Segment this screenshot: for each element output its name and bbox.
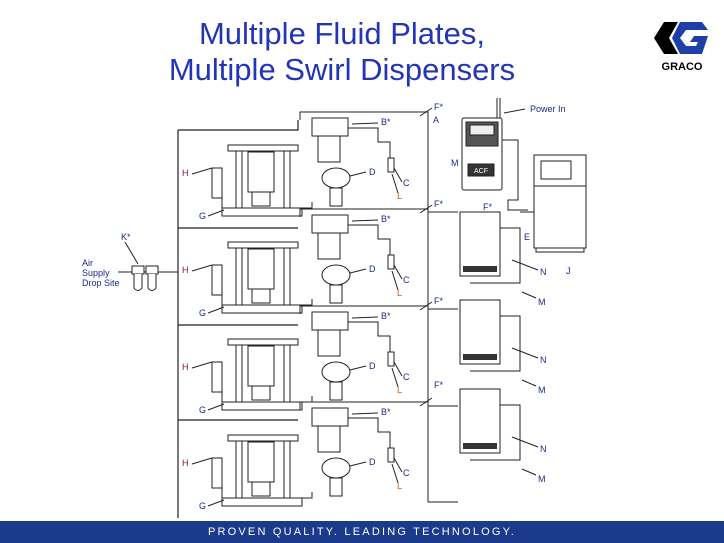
label-l: L	[397, 191, 402, 201]
label-h: H	[182, 458, 189, 468]
air-lines	[177, 120, 299, 518]
label-power-in: Power In	[530, 104, 566, 114]
swirl-module: NM	[459, 211, 547, 307]
title-line-1: Multiple Fluid Plates,	[198, 16, 485, 51]
swirl-module: NM	[459, 388, 547, 484]
label-l: L	[397, 481, 402, 491]
label-k: K*	[121, 232, 131, 242]
fluid-plate-icon	[211, 241, 303, 314]
label-d: D	[369, 167, 376, 177]
label-f: F*	[434, 199, 443, 209]
swirl-dispenser-icon	[311, 407, 395, 497]
label-g: G	[199, 501, 206, 511]
label-b: B*	[381, 407, 391, 417]
logo-text: GRACO	[662, 61, 703, 73]
label-j: J	[566, 266, 571, 276]
label-g: G	[199, 405, 206, 415]
fluid-plate-icon	[211, 434, 303, 507]
label-f-controller: F*	[483, 202, 492, 212]
swirl-dispenser-icon	[311, 311, 395, 401]
label-h: H	[182, 362, 189, 372]
label-b: B*	[381, 117, 391, 127]
label-c: C	[403, 372, 410, 382]
label-g: G	[199, 211, 206, 221]
label-f: F*	[434, 102, 443, 112]
title-line-2: Multiple Swirl Dispensers	[168, 52, 516, 87]
graco-logo: GRACO	[654, 22, 708, 73]
label-b: B*	[381, 214, 391, 224]
system-diagram: K* Air Supply Drop Site ACF Power In A M…	[82, 98, 587, 518]
footer-bar: PROVEN QUALITY. LEADING TECHNOLOGY.	[0, 521, 724, 543]
swirl-module: NM	[459, 299, 547, 395]
controller-brand: ACF	[474, 168, 488, 175]
footer-tagline: PROVEN QUALITY. LEADING TECHNOLOGY.	[207, 526, 517, 538]
label-h: H	[182, 168, 189, 178]
air-label-1: Air	[82, 258, 93, 268]
slide-title: Multiple Fluid Plates, Multiple Swirl Di…	[0, 16, 684, 88]
label-n: N	[540, 267, 547, 277]
swirl-dispenser-icon	[311, 214, 395, 304]
controller-unit: ACF	[461, 98, 528, 211]
air-label-2: Supply	[82, 268, 110, 278]
dispense-row: H G B* D CL F*	[182, 296, 458, 415]
robot-controller-cabinet	[520, 154, 587, 253]
label-m: M	[538, 297, 546, 307]
label-g: G	[199, 308, 206, 318]
label-b: B*	[381, 311, 391, 321]
label-d: D	[369, 264, 376, 274]
label-d: D	[369, 361, 376, 371]
label-l: L	[397, 288, 402, 298]
label-f: F*	[434, 380, 443, 390]
dispense-row: H G B* D CL F*	[182, 199, 458, 318]
air-filter-icon	[118, 241, 178, 291]
label-l: L	[397, 385, 402, 395]
air-label-3: Drop Site	[82, 278, 120, 288]
label-a: A	[433, 115, 439, 125]
label-n: N	[540, 355, 547, 365]
label-m: M	[538, 385, 546, 395]
label-f: F*	[434, 296, 443, 306]
label-m: M	[538, 474, 546, 484]
label-c: C	[403, 275, 410, 285]
fluid-plate-icon	[211, 338, 303, 411]
label-c: C	[403, 178, 410, 188]
dispense-row: H G B* D CL F*	[182, 102, 458, 221]
fluid-plate-icon	[211, 144, 303, 217]
label-d: D	[369, 457, 376, 467]
label-h: H	[182, 265, 189, 275]
label-n: N	[540, 444, 547, 454]
label-e: E	[524, 232, 530, 242]
label-m-controller: M	[451, 158, 459, 168]
label-c: C	[403, 468, 410, 478]
swirl-dispenser-icon	[311, 117, 395, 207]
